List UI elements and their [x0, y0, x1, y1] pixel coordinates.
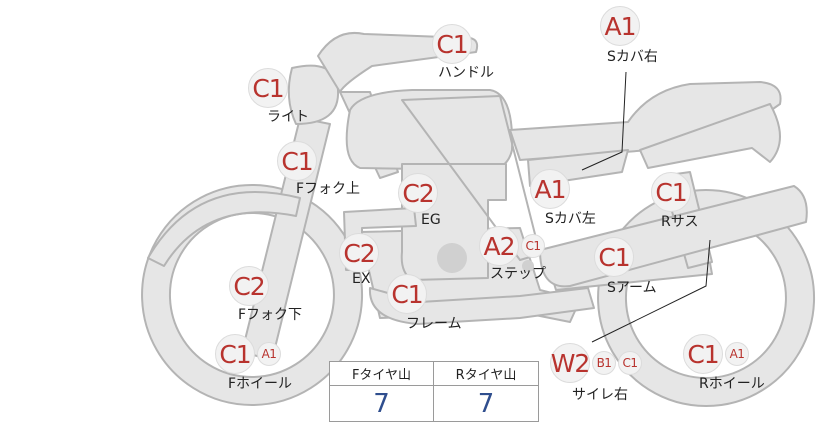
- frame-label: フレーム: [406, 316, 462, 332]
- grade-badge: C1: [215, 334, 255, 374]
- grade-badge: W2: [550, 343, 590, 383]
- rear-fender-shape: [639, 103, 781, 169]
- f-wheel-label: Fホイール: [228, 376, 293, 392]
- f-fork-low-label: Fフォク下: [238, 307, 303, 323]
- rear-tire-header: Rタイヤ山: [434, 362, 538, 386]
- grade-badge: A1: [725, 342, 749, 366]
- tire-tread-table: Fタイヤ山 Rタイヤ山 7 7: [329, 361, 539, 422]
- r-wheel-grade: C1 A1: [683, 334, 749, 374]
- f-wheel-grade: C1 A1: [215, 334, 281, 374]
- front-fender-shape: [147, 191, 301, 267]
- grade-badge: C1: [594, 237, 634, 277]
- grade-badge: C2: [398, 173, 438, 213]
- grade-badge: B1: [592, 351, 616, 375]
- seat-shape: [509, 81, 782, 161]
- muffler-grade: W2 B1 C1: [550, 343, 642, 383]
- grade-badge: A1: [257, 342, 281, 366]
- f-fork-low-grade: C2: [229, 266, 269, 306]
- grade-badge: A1: [530, 169, 570, 209]
- step-grade: A2 C1: [479, 226, 545, 266]
- handle-label: ハンドル: [438, 65, 494, 81]
- step-label: ステップ: [490, 266, 546, 282]
- handle-grade: C1: [432, 24, 472, 64]
- front-tire-value: 7: [330, 386, 434, 421]
- f-fork-up-grade: C1: [277, 141, 317, 181]
- eg-label: EG: [421, 212, 441, 228]
- s-cover-left-grade: A1: [530, 169, 570, 209]
- r-sus-grade: C1: [651, 172, 691, 212]
- grade-badge: C2: [229, 266, 269, 306]
- grade-badge: C2: [339, 233, 379, 273]
- grade-badge: A1: [600, 6, 640, 46]
- s-cover-right-label: Sカバ右: [607, 49, 658, 65]
- r-sus-label: Rサス: [661, 214, 699, 230]
- grade-badge: C1: [432, 24, 472, 64]
- s-cover-left-label: Sカバ左: [545, 211, 596, 227]
- rear-tire-value: 7: [477, 388, 495, 419]
- frame-grade: C1: [387, 274, 427, 314]
- front-wheel-shape: [141, 184, 364, 406]
- grade-badge: A2: [479, 226, 519, 266]
- grade-badge: C1: [248, 68, 288, 108]
- light-label: ライト: [267, 109, 309, 125]
- fuel-tank-shape: [345, 89, 514, 171]
- grade-badge: C1: [683, 334, 723, 374]
- s-arm-grade: C1: [594, 237, 634, 277]
- ex-grade: C2: [339, 233, 379, 273]
- s-arm-label: Sアーム: [607, 280, 657, 296]
- f-fork-up-label: Fフォク上: [296, 181, 361, 197]
- front-tire-header: Fタイヤ山: [330, 362, 434, 386]
- grade-badge: C1: [618, 351, 642, 375]
- grade-badge: C1: [651, 172, 691, 212]
- r-wheel-label: Rホイール: [699, 376, 765, 392]
- eg-grade: C2: [398, 173, 438, 213]
- muffler-leader: [591, 239, 711, 343]
- s-cover-right-grade: A1: [600, 6, 640, 46]
- grade-badge: C1: [277, 141, 317, 181]
- grade-badge: C1: [521, 234, 545, 258]
- ex-label: EX: [352, 271, 371, 287]
- light-grade: C1: [248, 68, 288, 108]
- grade-badge: C1: [387, 274, 427, 314]
- s-cover-right-leader: [581, 71, 627, 171]
- muffler-label: サイレ右: [572, 387, 628, 403]
